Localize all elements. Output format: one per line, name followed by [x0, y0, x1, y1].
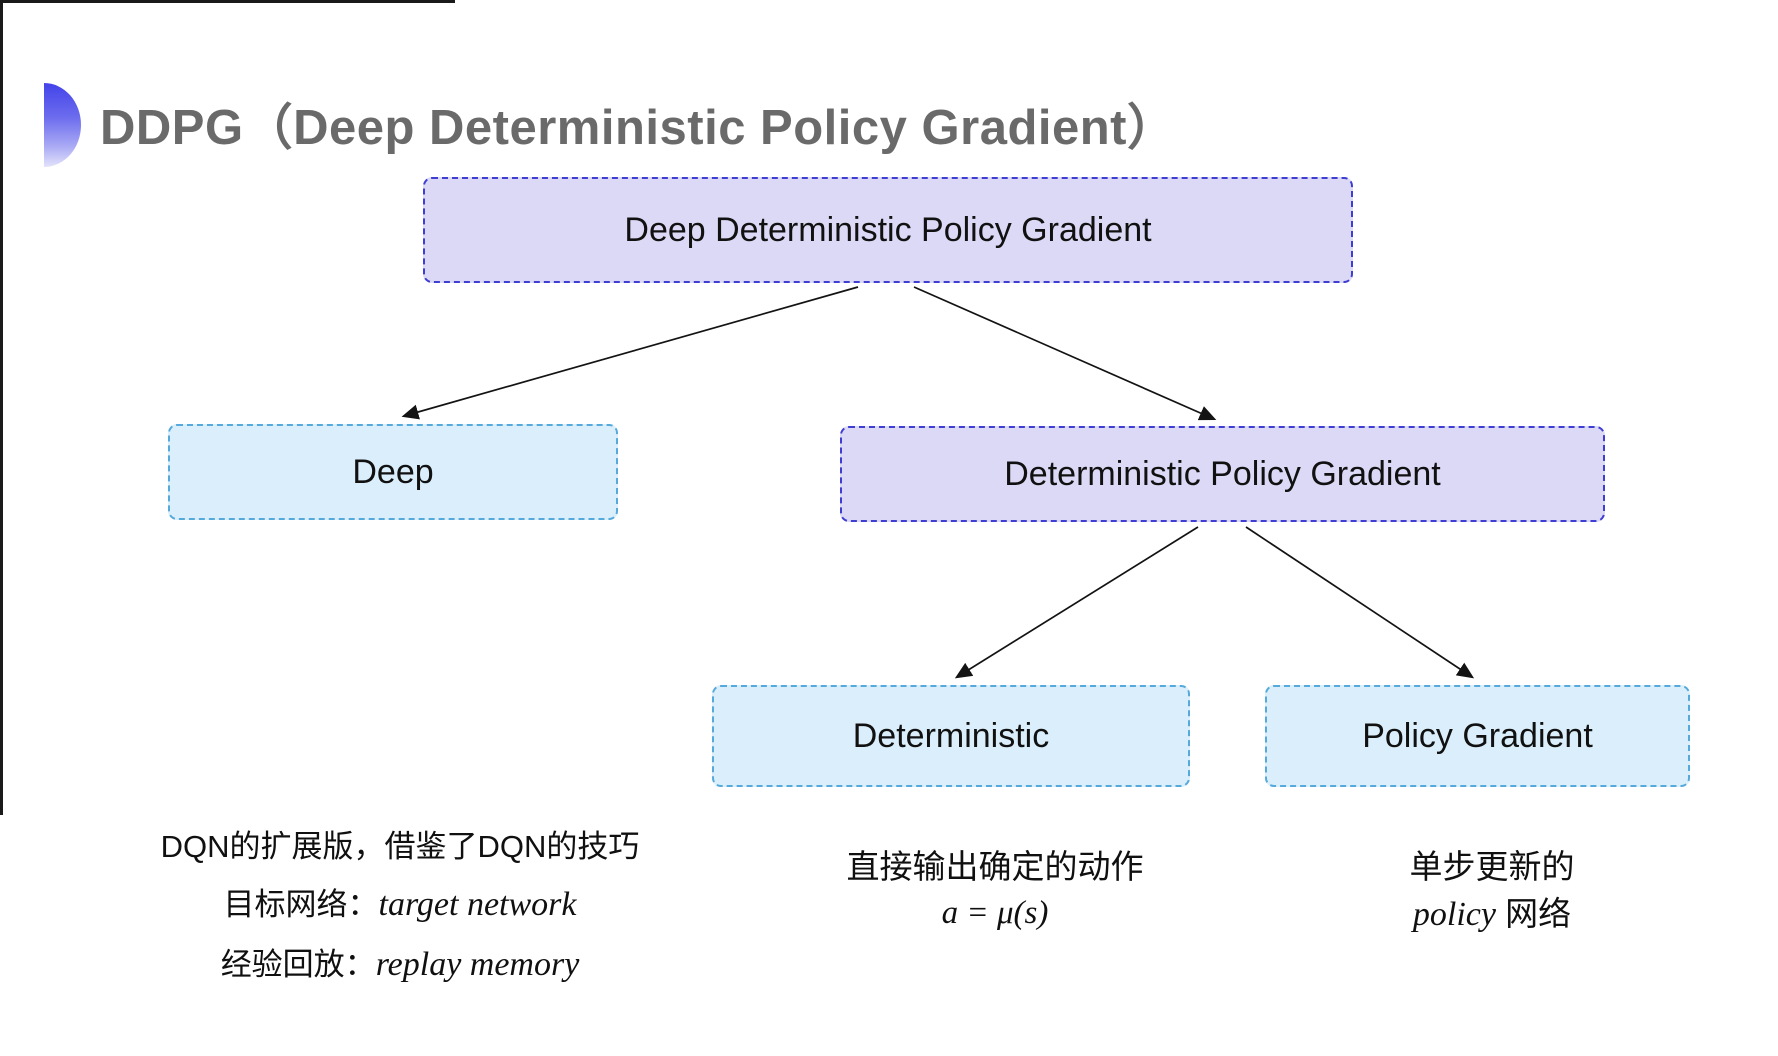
node-label: Deterministic	[852, 716, 1050, 755]
node-label: Deep	[352, 452, 434, 491]
note-line-replay-memory: 经验回放：replay memory	[120, 948, 680, 982]
node-label: Policy Gradient	[1362, 716, 1593, 755]
window-left-edge	[0, 0, 3, 815]
target-network-term: target network	[378, 886, 577, 923]
replay-memory-label: 经验回放：	[220, 947, 376, 982]
target-network-label: 目标网络：	[223, 887, 379, 922]
node-deep: Deep	[168, 424, 618, 520]
note-line-target-network: 目标网络：target network	[120, 888, 680, 922]
node-label: Deep Deterministic Policy Gradient	[624, 210, 1152, 249]
note-line-policy-network: policy 网络	[1327, 897, 1657, 932]
note-ddpg-tricks: DQN的扩展版，借鉴了DQN的技巧 目标网络：target network 经验…	[120, 831, 680, 1008]
node-deep-deterministic-policy-gradient: Deep Deterministic Policy Gradient	[423, 177, 1353, 283]
note-line-single-step: 单步更新的	[1409, 848, 1575, 885]
policy-network-suffix: 网络	[1495, 895, 1572, 932]
note-line-dqn-extension: DQN的扩展版，借鉴了DQN的技巧	[160, 829, 640, 864]
window-top-edge	[0, 0, 455, 3]
policy-term: policy	[1412, 896, 1496, 933]
replay-memory-term: replay memory	[375, 946, 580, 983]
node-policy-gradient: Policy Gradient	[1265, 685, 1690, 787]
node-deterministic-policy-gradient: Deterministic Policy Gradient	[840, 426, 1605, 522]
node-label: Deterministic Policy Gradient	[1004, 454, 1441, 493]
node-deterministic: Deterministic	[712, 685, 1190, 787]
note-deterministic-action: 直接输出确定的动作 a = μ(s)	[795, 850, 1195, 944]
page-title: DDPG（Deep Deterministic Policy Gradient）	[100, 100, 1177, 155]
note-line-direct-output: 直接输出确定的动作	[846, 848, 1144, 885]
formula-a-mu-s: a = μ(s)	[941, 895, 1049, 931]
note-policy-gradient: 单步更新的 policy 网络	[1327, 850, 1657, 946]
title-bullet-icon	[44, 83, 81, 167]
